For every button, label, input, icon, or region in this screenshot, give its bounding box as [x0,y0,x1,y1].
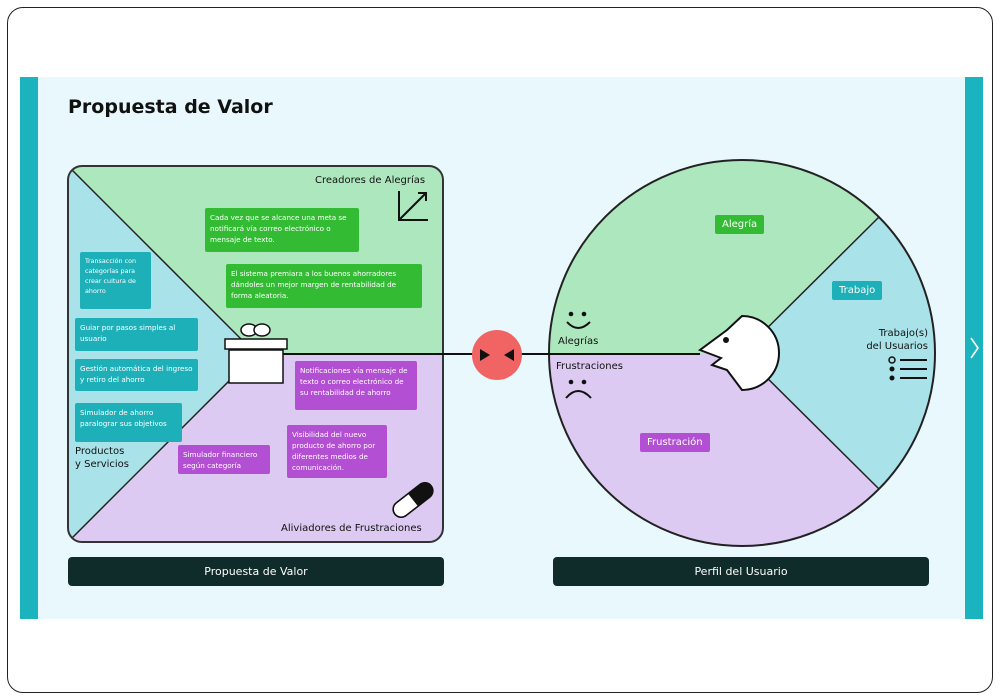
arrow-left-icon [504,349,514,361]
pill-icon [392,481,434,519]
pain-note: Simulador financiero según categoría [178,445,270,474]
slide-frame [7,7,993,693]
frown-icon [565,379,592,399]
list-icon [888,356,927,381]
jobs-chip: Trabajo [832,281,883,300]
smile-icon [566,311,591,329]
product-note: Simulador de ahorro paralograr sus objet… [75,403,182,442]
product-note: Guiar por pasos simples al usuario [75,318,198,351]
gain-note: El sistema premiara a los buenos ahorrad… [226,264,422,308]
gain-creators-label: Creadores de Alegrías [315,175,426,186]
pain-note: Visibilidad del nuevo producto de ahorro… [287,425,387,478]
trend-up-icon [398,191,428,221]
gain-note: Cada vez que se alcance una meta se noti… [205,208,359,252]
right-accent-bar [965,77,983,619]
gift-icon [224,323,288,384]
face-icon [697,314,780,392]
pain-note: Notificaciones vía mensaje de texto o co… [295,361,417,410]
user-profile-button[interactable]: Perfil del Usuario [553,557,929,586]
chevron-right-icon[interactable] [968,335,980,361]
product-note: Gestión automática del ingreso y retiro … [75,359,198,391]
arrow-right-icon [480,349,490,361]
jobs-sector [742,217,936,489]
pains-chip: Frustración [640,433,710,452]
value-proposition-button[interactable]: Propuesta de Valor [68,557,444,586]
page-title: Propuesta de Valor [68,96,273,118]
pain-relievers-label: Aliviadores de Frustraciones [281,523,422,534]
products-services-label: Productos y Servicios [75,446,130,470]
pains-label: Frustraciones [556,361,623,372]
jobs-label: Trabajo(s) del Usuarios [866,328,928,352]
gains-sector [549,159,879,353]
gains-chip: Alegría [715,215,765,234]
fit-marker [472,330,522,380]
left-accent-bar [20,77,38,619]
product-note: Transacción con categorías para crear cu… [80,252,151,309]
gains-label: Alegrías [558,336,599,347]
